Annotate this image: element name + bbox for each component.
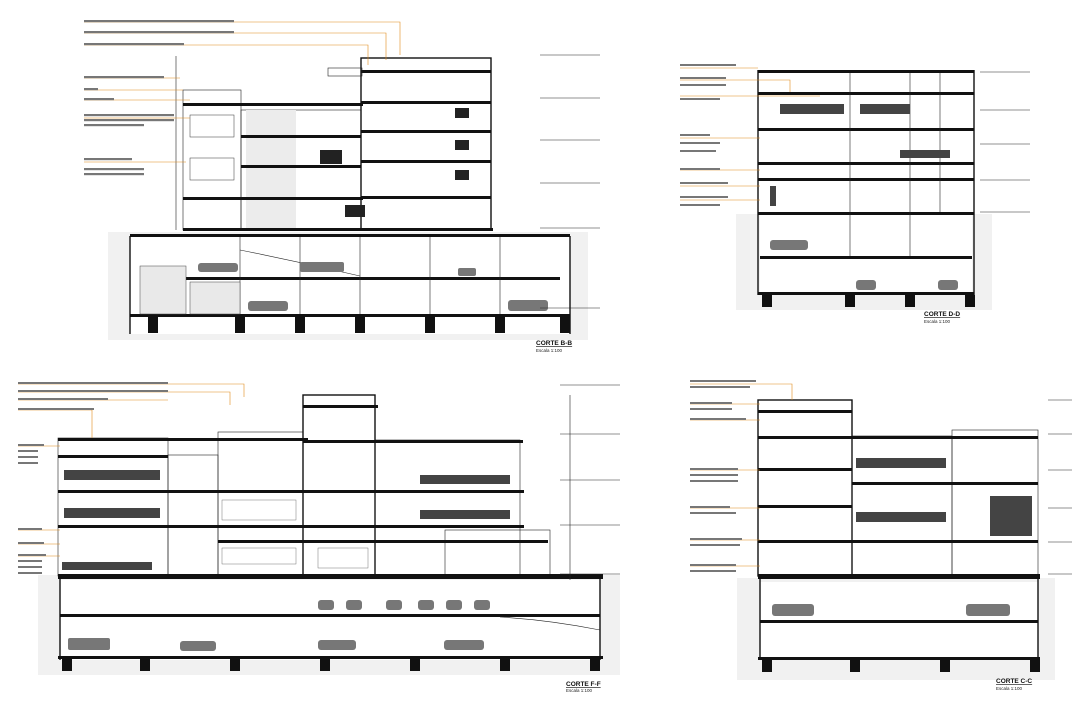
ground-slab [130,234,570,237]
section-f-f: CORTE F-F Escala 1:100 [18,382,620,693]
brick-screen [246,110,296,230]
cars [198,262,548,311]
section-b-b: CORTE B-B Escala 1:100 [84,20,600,353]
basement-slab-2 [130,314,570,317]
section-d-d-title: CORTE D-D [924,311,960,318]
section-d-d: CORTE D-D Escala 1:100 [680,64,1030,324]
section-f-f-scale: Escala 1:100 [566,688,593,693]
section-c-c-title: CORTE C-C [996,678,1032,685]
section-b-b-title: CORTE B-B [536,340,572,347]
section-c-c-scale: Escala 1:100 [996,686,1023,691]
section-b-b-scale: Escala 1:100 [536,348,563,353]
section-d-d-scale: Escala 1:100 [924,319,951,324]
storage-room [189,281,241,315]
basement-slab-1 [140,277,560,280]
section-f-f-title: CORTE F-F [566,681,601,688]
machine-room [139,265,187,315]
main-block [360,57,492,231]
section-c-c: CORTE C-C Escala 1:100 [690,380,1072,691]
